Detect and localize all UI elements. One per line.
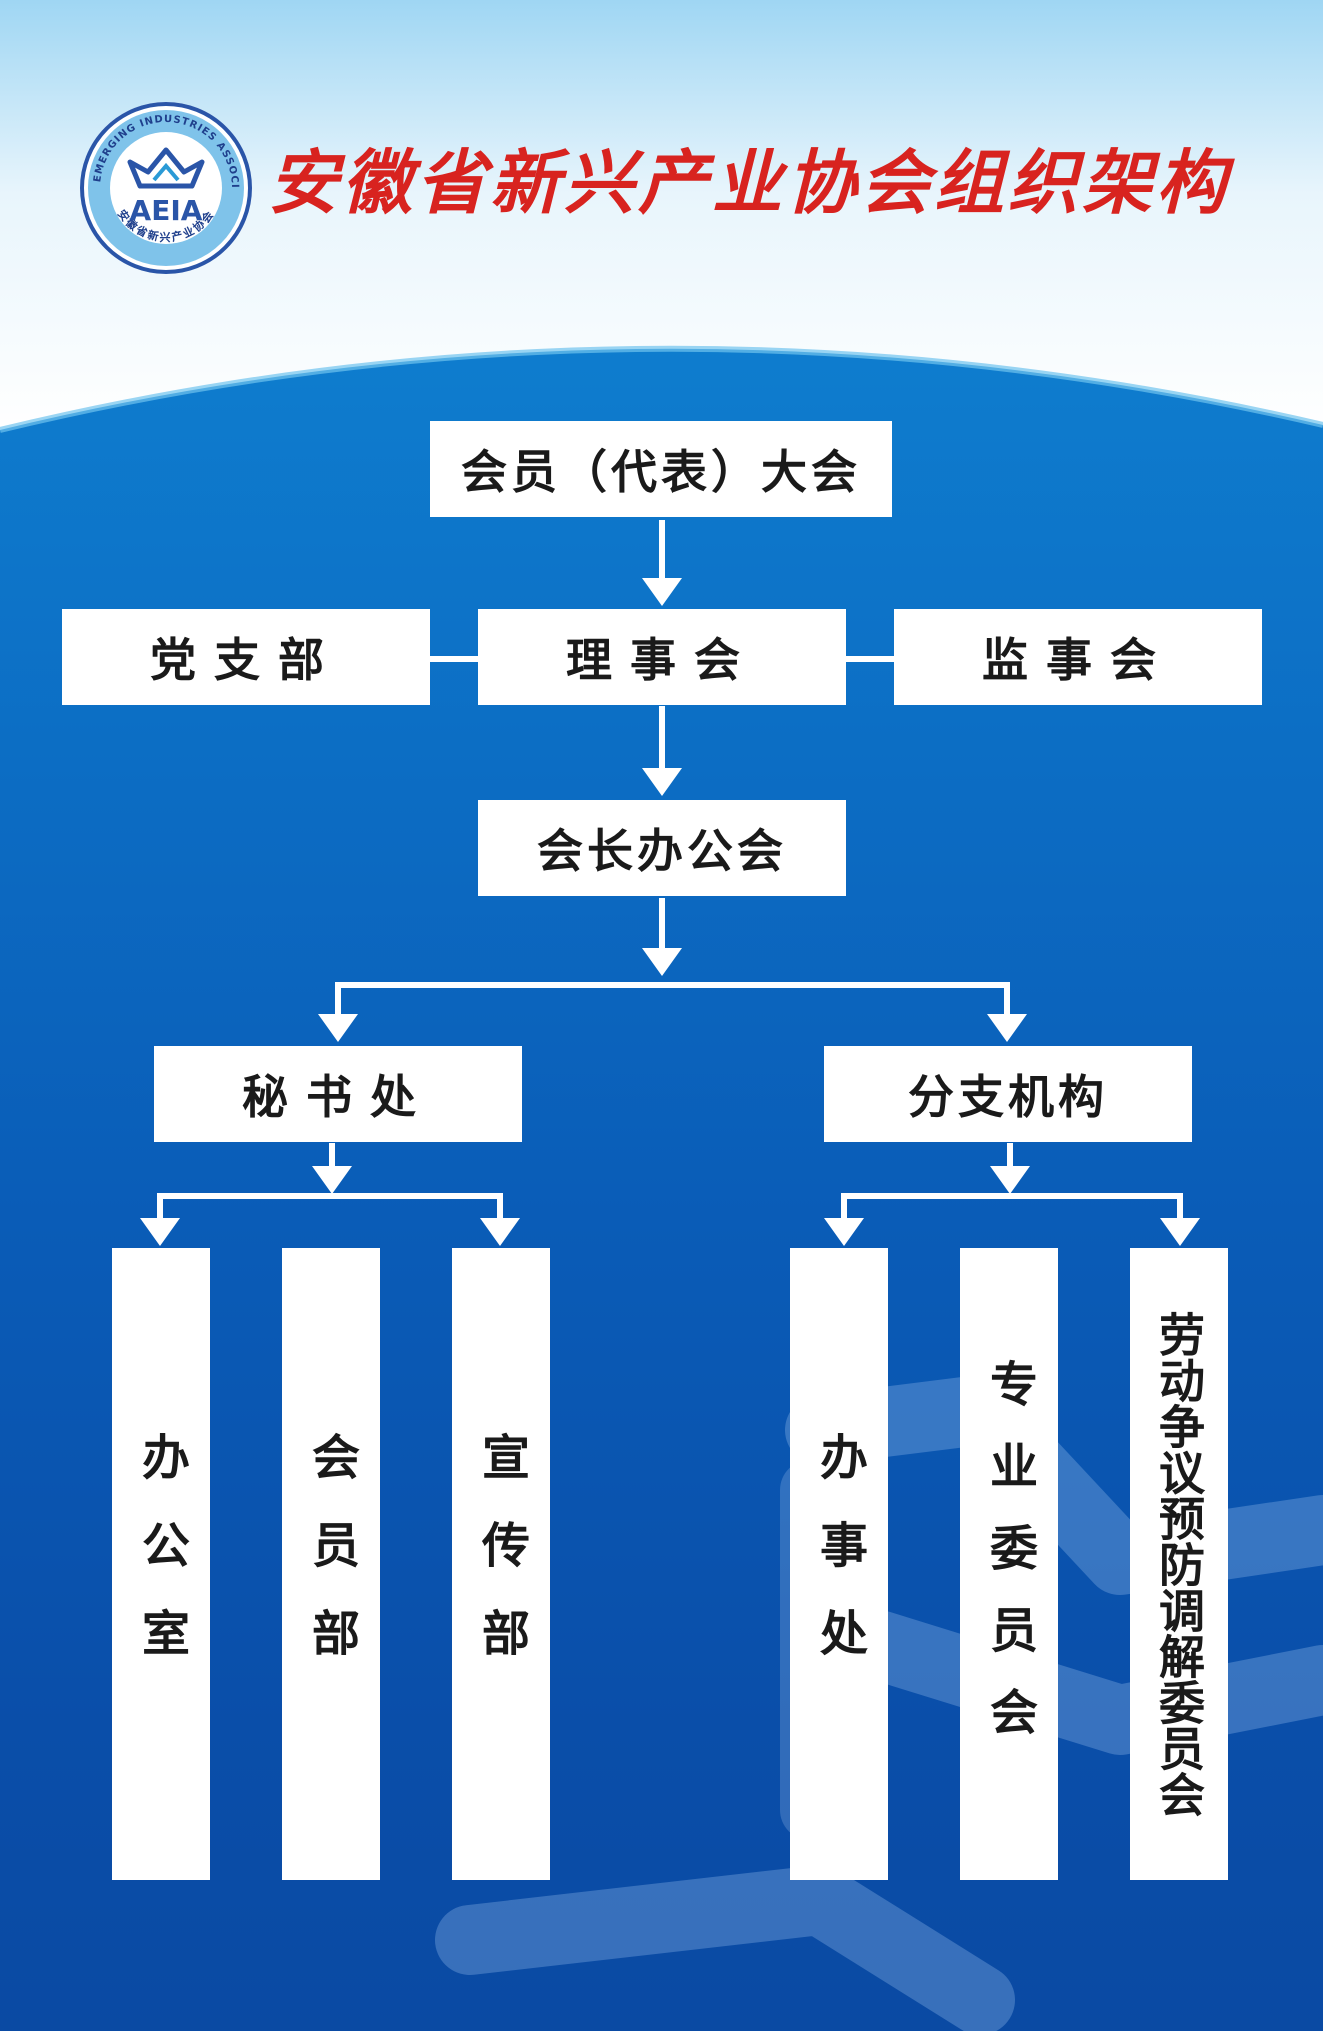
assembly-box: 会员（代表）大会 bbox=[430, 421, 892, 517]
unit-box-membership: 会员部 bbox=[282, 1248, 380, 1880]
unit-label: 办公室 bbox=[133, 1432, 189, 1696]
unit-box-office: 办公室 bbox=[112, 1248, 210, 1880]
unit-label: 劳动争议预防调解委员会 bbox=[1152, 1311, 1206, 1817]
unit-label: 办事处 bbox=[811, 1432, 867, 1696]
council-box: 理事会 bbox=[478, 609, 846, 705]
header-background bbox=[0, 0, 1323, 433]
aeia-logo: ANHUI EMERGING INDUSTRIES ASSOCIATION 安徽… bbox=[78, 100, 252, 274]
unit-box-publicity: 宣传部 bbox=[452, 1248, 550, 1880]
branches-box: 分支机构 bbox=[824, 1046, 1192, 1142]
page-title: 安徽省新兴产业协会组织架构 bbox=[268, 141, 1230, 224]
supervisory-board-box: 监事会 bbox=[894, 609, 1262, 705]
unit-label: 宣传部 bbox=[473, 1432, 529, 1696]
party-branch-box: 党支部 bbox=[62, 609, 430, 705]
unit-box-labor-mediation-committee: 劳动争议预防调解委员会 bbox=[1130, 1248, 1228, 1880]
unit-box-professional-committee: 专业委员会 bbox=[960, 1248, 1058, 1880]
secretariat-box: 秘书处 bbox=[154, 1046, 522, 1142]
president-office-box: 会长办公会 bbox=[478, 800, 846, 896]
unit-box-representative-office: 办事处 bbox=[790, 1248, 888, 1880]
unit-label: 会员部 bbox=[303, 1432, 359, 1696]
unit-label: 专业委员会 bbox=[981, 1359, 1037, 1769]
logo-abbr: AEIA bbox=[130, 194, 203, 227]
